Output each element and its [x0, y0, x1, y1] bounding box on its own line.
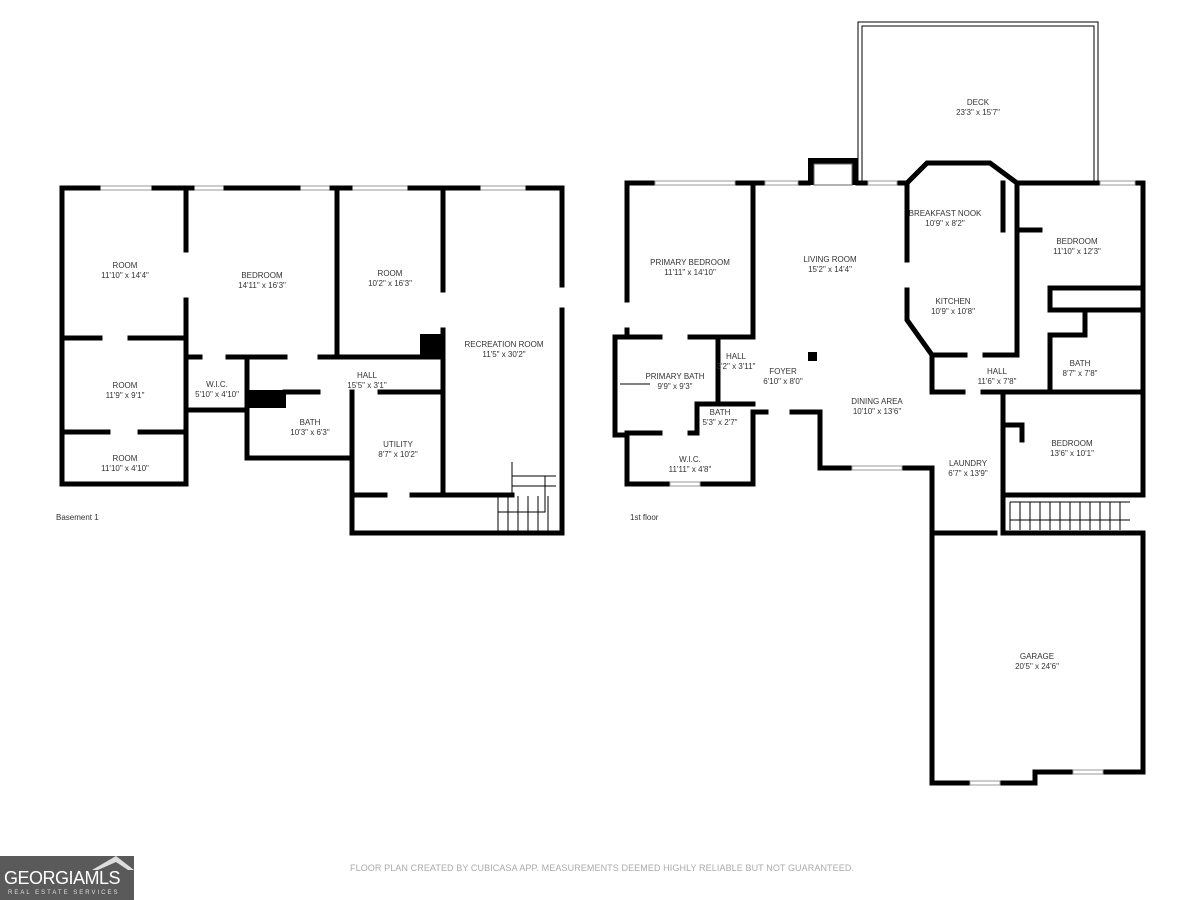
floor-label: 1st floor — [630, 513, 659, 522]
column — [420, 334, 442, 357]
room-size: 11'6" x 7'8" — [978, 377, 1017, 386]
room-name: DECK — [967, 98, 990, 107]
room-name: BEDROOM — [1056, 237, 1098, 246]
room-size: 5'10" x 4'10" — [195, 390, 239, 399]
room-name: ROOM — [113, 454, 138, 463]
room-name: RECREATION ROOM — [465, 340, 544, 349]
logo-subtext: REAL ESTATE SERVICES — [8, 890, 120, 896]
room-name: BREAKFAST NOOK — [909, 209, 982, 218]
deck — [857, 21, 1099, 183]
first-floor-plan: 1st floor — [612, 21, 1146, 786]
room-size: 6'10" x 8'0" — [763, 377, 803, 386]
room-name: BATH — [1070, 359, 1091, 368]
room-size: 9'9" x 9'3" — [658, 382, 693, 391]
room-name: PRIMARY BATH — [645, 372, 704, 381]
window — [477, 185, 529, 191]
room-size: 15'2" x 14'4" — [808, 265, 852, 274]
room-size: 10'9" x 8'2" — [925, 219, 965, 228]
room-name: LAUNDRY — [949, 459, 988, 468]
room-size: 10'2" x 16'3" — [368, 279, 412, 288]
room-size: 20'5" x 24'6" — [1015, 662, 1059, 671]
room-name: UTILITY — [383, 440, 413, 449]
window — [97, 185, 155, 191]
room-size: 14'11" x 16'3" — [238, 281, 286, 290]
room-size: 11'9" x 9'1" — [106, 391, 145, 400]
room-name: W.I.C. — [679, 455, 701, 464]
room-size: 8'7" x 10'2" — [378, 450, 418, 459]
room-size: 23'3" x 15'7" — [956, 108, 1000, 117]
room-size: 5'3" x 2'7" — [703, 418, 738, 427]
room-name: BEDROOM — [1051, 439, 1093, 448]
room-size: 11'10" x 4'10" — [101, 464, 149, 473]
room-name: ROOM — [113, 381, 138, 390]
georgia-mls-logo: GEORGIAMLS REAL ESTATE SERVICES — [0, 856, 134, 900]
room-size: 15'5" x 3'1" — [347, 381, 387, 390]
room-size: 13'6" x 10'1" — [1050, 449, 1094, 458]
room-name: ROOM — [113, 261, 138, 270]
window — [1099, 180, 1136, 186]
window — [867, 180, 898, 186]
floor-label: Basement 1 — [56, 513, 99, 522]
room-name: HALL — [987, 367, 1008, 376]
window — [191, 185, 227, 191]
room-name: W.I.C. — [206, 380, 228, 389]
window — [349, 185, 411, 191]
room-name: DINING AREA — [851, 397, 903, 406]
logo-text: GEORGIAMLS — [4, 868, 121, 888]
room-name: BEDROOM — [241, 271, 283, 280]
window — [764, 180, 799, 186]
disclaimer: FLOOR PLAN CREATED BY CUBICASA APP. MEAS… — [350, 863, 855, 873]
window — [969, 780, 1001, 786]
window — [669, 481, 701, 487]
room-name: HALL — [357, 371, 378, 380]
column — [808, 352, 817, 361]
room-size: 10'9" x 10'8" — [931, 307, 975, 316]
room-size: 11'5" x 30'2" — [482, 350, 525, 359]
window — [297, 185, 333, 191]
room-size: 8'7" x 7'8" — [1063, 369, 1098, 378]
column — [248, 390, 286, 408]
room-size: 3'2" x 3'11" — [717, 362, 756, 371]
room-size: 10'10" x 13'6" — [853, 407, 901, 416]
room-name: BATH — [300, 418, 321, 427]
first-floor-room-labels: DECK 23'3" x 15'7" PRIMARY BEDROOM 11'11… — [645, 98, 1101, 671]
window — [851, 465, 903, 471]
room-size: 11'11" x 14'10" — [664, 268, 716, 277]
room-name: HALL — [726, 352, 747, 361]
roof-icon — [92, 856, 134, 870]
window — [1072, 769, 1104, 775]
room-size: 11'10" x 14'4" — [101, 271, 149, 280]
basement-plan: Basement 1 — [56, 185, 565, 536]
room-name: GARAGE — [1020, 652, 1054, 661]
room-name: KITCHEN — [935, 297, 970, 306]
room-name: ROOM — [378, 269, 403, 278]
room-size: 11'10" x 12'3" — [1053, 247, 1101, 256]
room-size: 6'7" x 13'9" — [948, 469, 988, 478]
room-size: 10'3" x 6'3" — [290, 428, 330, 437]
room-name: FOYER — [769, 367, 797, 376]
window — [654, 180, 736, 186]
room-name: PRIMARY BEDROOM — [650, 258, 730, 267]
room-name: BATH — [710, 408, 731, 417]
room-name: LIVING ROOM — [803, 255, 857, 264]
basement-room-labels: ROOM 11'10" x 14'4" BEDROOM 14'11" x 16'… — [101, 261, 544, 473]
room-size: 11'11" x 4'8" — [669, 465, 712, 474]
